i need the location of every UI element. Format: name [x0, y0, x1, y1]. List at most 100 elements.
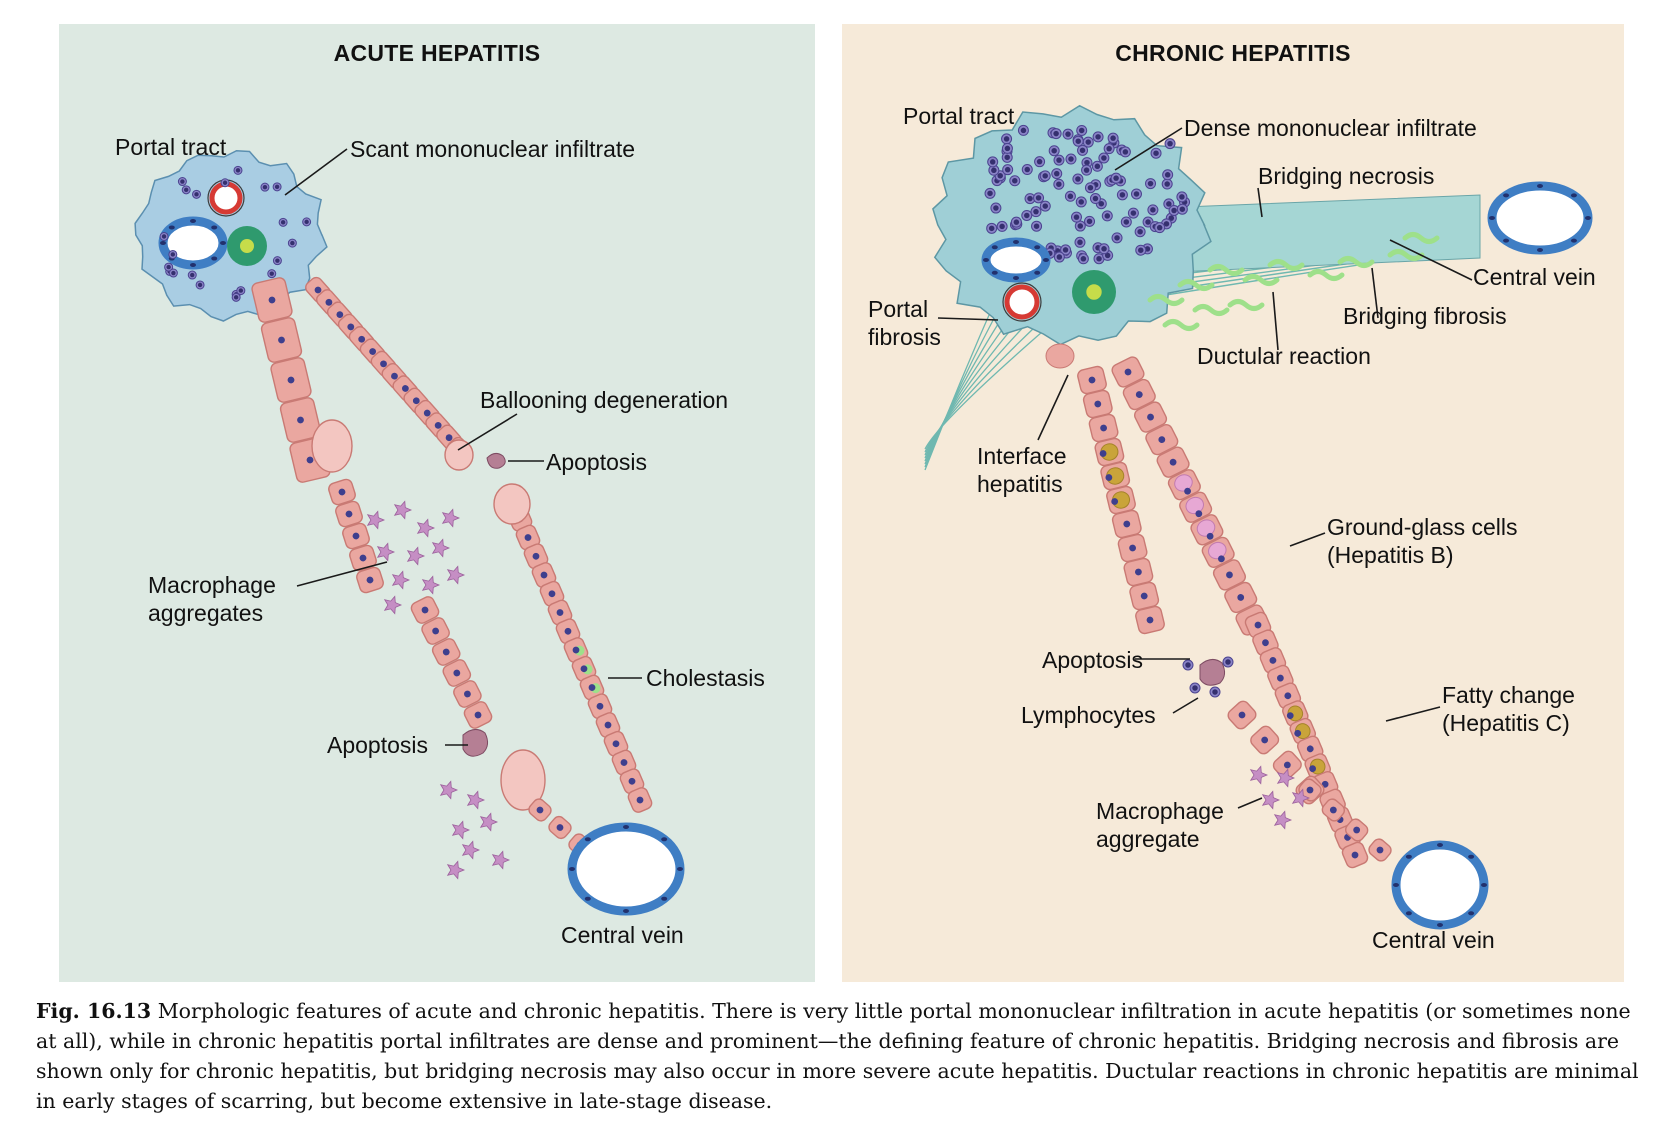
leader-line [1371, 267, 1379, 319]
hepatocyte-nucleus [524, 534, 532, 541]
acute-illustration [134, 149, 685, 916]
macrophage-chronic [1249, 765, 1269, 785]
hepatocyte-chronic [1122, 378, 1156, 411]
hepatocyte-chronic [1321, 798, 1346, 822]
endothelial-nucleus [1489, 216, 1495, 220]
hepatocyte-nucleus [1146, 616, 1154, 624]
lymphocyte-chronic-nucleus [1042, 203, 1049, 209]
lymphocyte-acute-nucleus [171, 270, 176, 276]
label-bridging-fibrosis: Bridging fibrosis [1343, 303, 1507, 329]
endothelial-nucleus [220, 241, 226, 245]
hepatocyte-acute [548, 815, 572, 840]
lymphocyte-acute-nucleus [194, 192, 199, 197]
hepatocyte-nucleus [442, 648, 450, 656]
hepatocyte-nucleus [536, 806, 544, 814]
label-lymphocytes: Lymphocytes [1021, 702, 1156, 728]
lymphocyte-chronic-nucleus [1104, 213, 1111, 219]
hepatocyte-nucleus [1286, 712, 1294, 719]
hepatocyte-acute [571, 655, 597, 682]
hepatocyte-nucleus [314, 286, 322, 294]
hepatocyte-chronic [1201, 536, 1235, 569]
lymphocyte-chronic-lobular-nucleus [1225, 659, 1231, 665]
hepatocyte-nucleus [1135, 568, 1142, 576]
leader-line [1385, 706, 1441, 722]
leader-line [1237, 797, 1263, 809]
lymphocyte-acute-nucleus [262, 184, 268, 190]
hepatocyte-acute [442, 659, 472, 687]
label-cholestasis: Cholestasis [646, 665, 765, 691]
bile-duct-acute-lumen [240, 239, 254, 253]
label-portal-tract-chronic: Portal tract [903, 103, 1015, 129]
label-leader-lines [284, 127, 1473, 809]
endothelial-nucleus [1503, 193, 1510, 198]
portal-fibrosis-strand [924, 319, 1031, 456]
lymphocyte-chronic-nucleus [1094, 163, 1101, 170]
hepatocyte-nucleus [1306, 745, 1314, 753]
hepatocyte-nucleus [1254, 621, 1262, 629]
macrophage-acute [431, 538, 451, 558]
lymphocyte-chronic-nucleus [1077, 239, 1083, 246]
lymphocyte-chronic-nucleus [1171, 207, 1177, 214]
lymphocyte-chronic-nucleus [1164, 172, 1171, 178]
endothelial-nucleus [1570, 193, 1577, 198]
label-interface-hepatitis-1: Interface [977, 443, 1067, 469]
hepatocyte-nucleus [1306, 786, 1314, 794]
label-macrophage-aggregate-2: aggregate [1096, 826, 1200, 852]
endothelial-nucleus [1503, 238, 1510, 243]
lymphocyte-chronic-nucleus [1153, 150, 1159, 156]
hepatocyte-nucleus [1321, 780, 1329, 788]
hepatocyte-chronic [1167, 469, 1201, 501]
hepatocyte-chronic [1224, 581, 1258, 614]
endothelial-nucleus [1537, 248, 1543, 252]
hepatitis-illustration [134, 104, 1593, 930]
lymphocyte-chronic-nucleus [1147, 180, 1154, 187]
hepatocyte-nucleus [1284, 692, 1292, 700]
hepatocyte-nucleus [1237, 594, 1245, 601]
lymphocyte-chronic-nucleus [1035, 195, 1042, 201]
lymphocyte-chronic-nucleus [1179, 206, 1186, 212]
hepatocyte-nucleus [278, 336, 285, 344]
hepatocyte-nucleus [1100, 424, 1107, 432]
label-apoptosis-acute-upper: Apoptosis [546, 449, 648, 475]
hepatic-artery-chronic-outline [1002, 282, 1042, 322]
hepatocyte-chronic [1134, 401, 1168, 433]
hepatocyte-nucleus [380, 360, 387, 368]
lymphocyte-acute-nucleus [235, 168, 241, 173]
hepatocyte-acute [260, 317, 303, 363]
hepatocyte-nucleus [1111, 498, 1119, 505]
lymphocyte-chronic-nucleus [993, 205, 999, 211]
hepatocyte-acute [356, 566, 384, 594]
macrophage-acute [441, 508, 461, 528]
hepatocyte-chronic [1250, 725, 1280, 755]
figure-caption-text: Morphologic features of acute and chroni… [36, 999, 1639, 1113]
lymphocyte-chronic-nucleus [1092, 195, 1099, 202]
hepatocyte-chronic [1190, 514, 1224, 546]
hepatocyte-nucleus [596, 702, 604, 710]
hepatocyte-acute [349, 544, 377, 572]
label-fatty-change-2: (Hepatitis C) [1442, 710, 1570, 736]
hepatocyte-chronic [1227, 700, 1257, 730]
hepatocyte-acute [595, 712, 621, 738]
label-macrophage-aggregates-1: Macrophage [148, 572, 276, 598]
portal-fibrosis-strand [924, 325, 1037, 453]
hepatocyte-nucleus [1105, 474, 1113, 481]
macrophage-acute [376, 542, 396, 562]
hepatocyte-nucleus [445, 434, 453, 442]
chronic-illustration [924, 104, 1593, 930]
endothelial-nucleus [1034, 245, 1041, 250]
hepatocyte-nucleus [345, 510, 353, 518]
lymphocyte-chronic-nucleus [1101, 155, 1107, 161]
endothelial-nucleus [1468, 911, 1475, 916]
leader-line [1037, 374, 1069, 441]
lymphocyte-acute-nucleus [290, 240, 295, 246]
lymphocyte-chronic-nucleus [1003, 136, 1010, 142]
lymphocyte-chronic-nucleus [1051, 147, 1057, 154]
leader-line [937, 317, 999, 321]
macrophage-acute-lower [461, 840, 481, 860]
hepatocyte-nucleus [588, 684, 596, 691]
hepatocyte-nucleus [612, 740, 620, 748]
endothelial-nucleus [1034, 270, 1041, 275]
lymphocyte-chronic-nucleus [1080, 256, 1087, 262]
endothelial-nucleus [1481, 883, 1487, 887]
hepatocyte-nucleus [572, 646, 580, 654]
